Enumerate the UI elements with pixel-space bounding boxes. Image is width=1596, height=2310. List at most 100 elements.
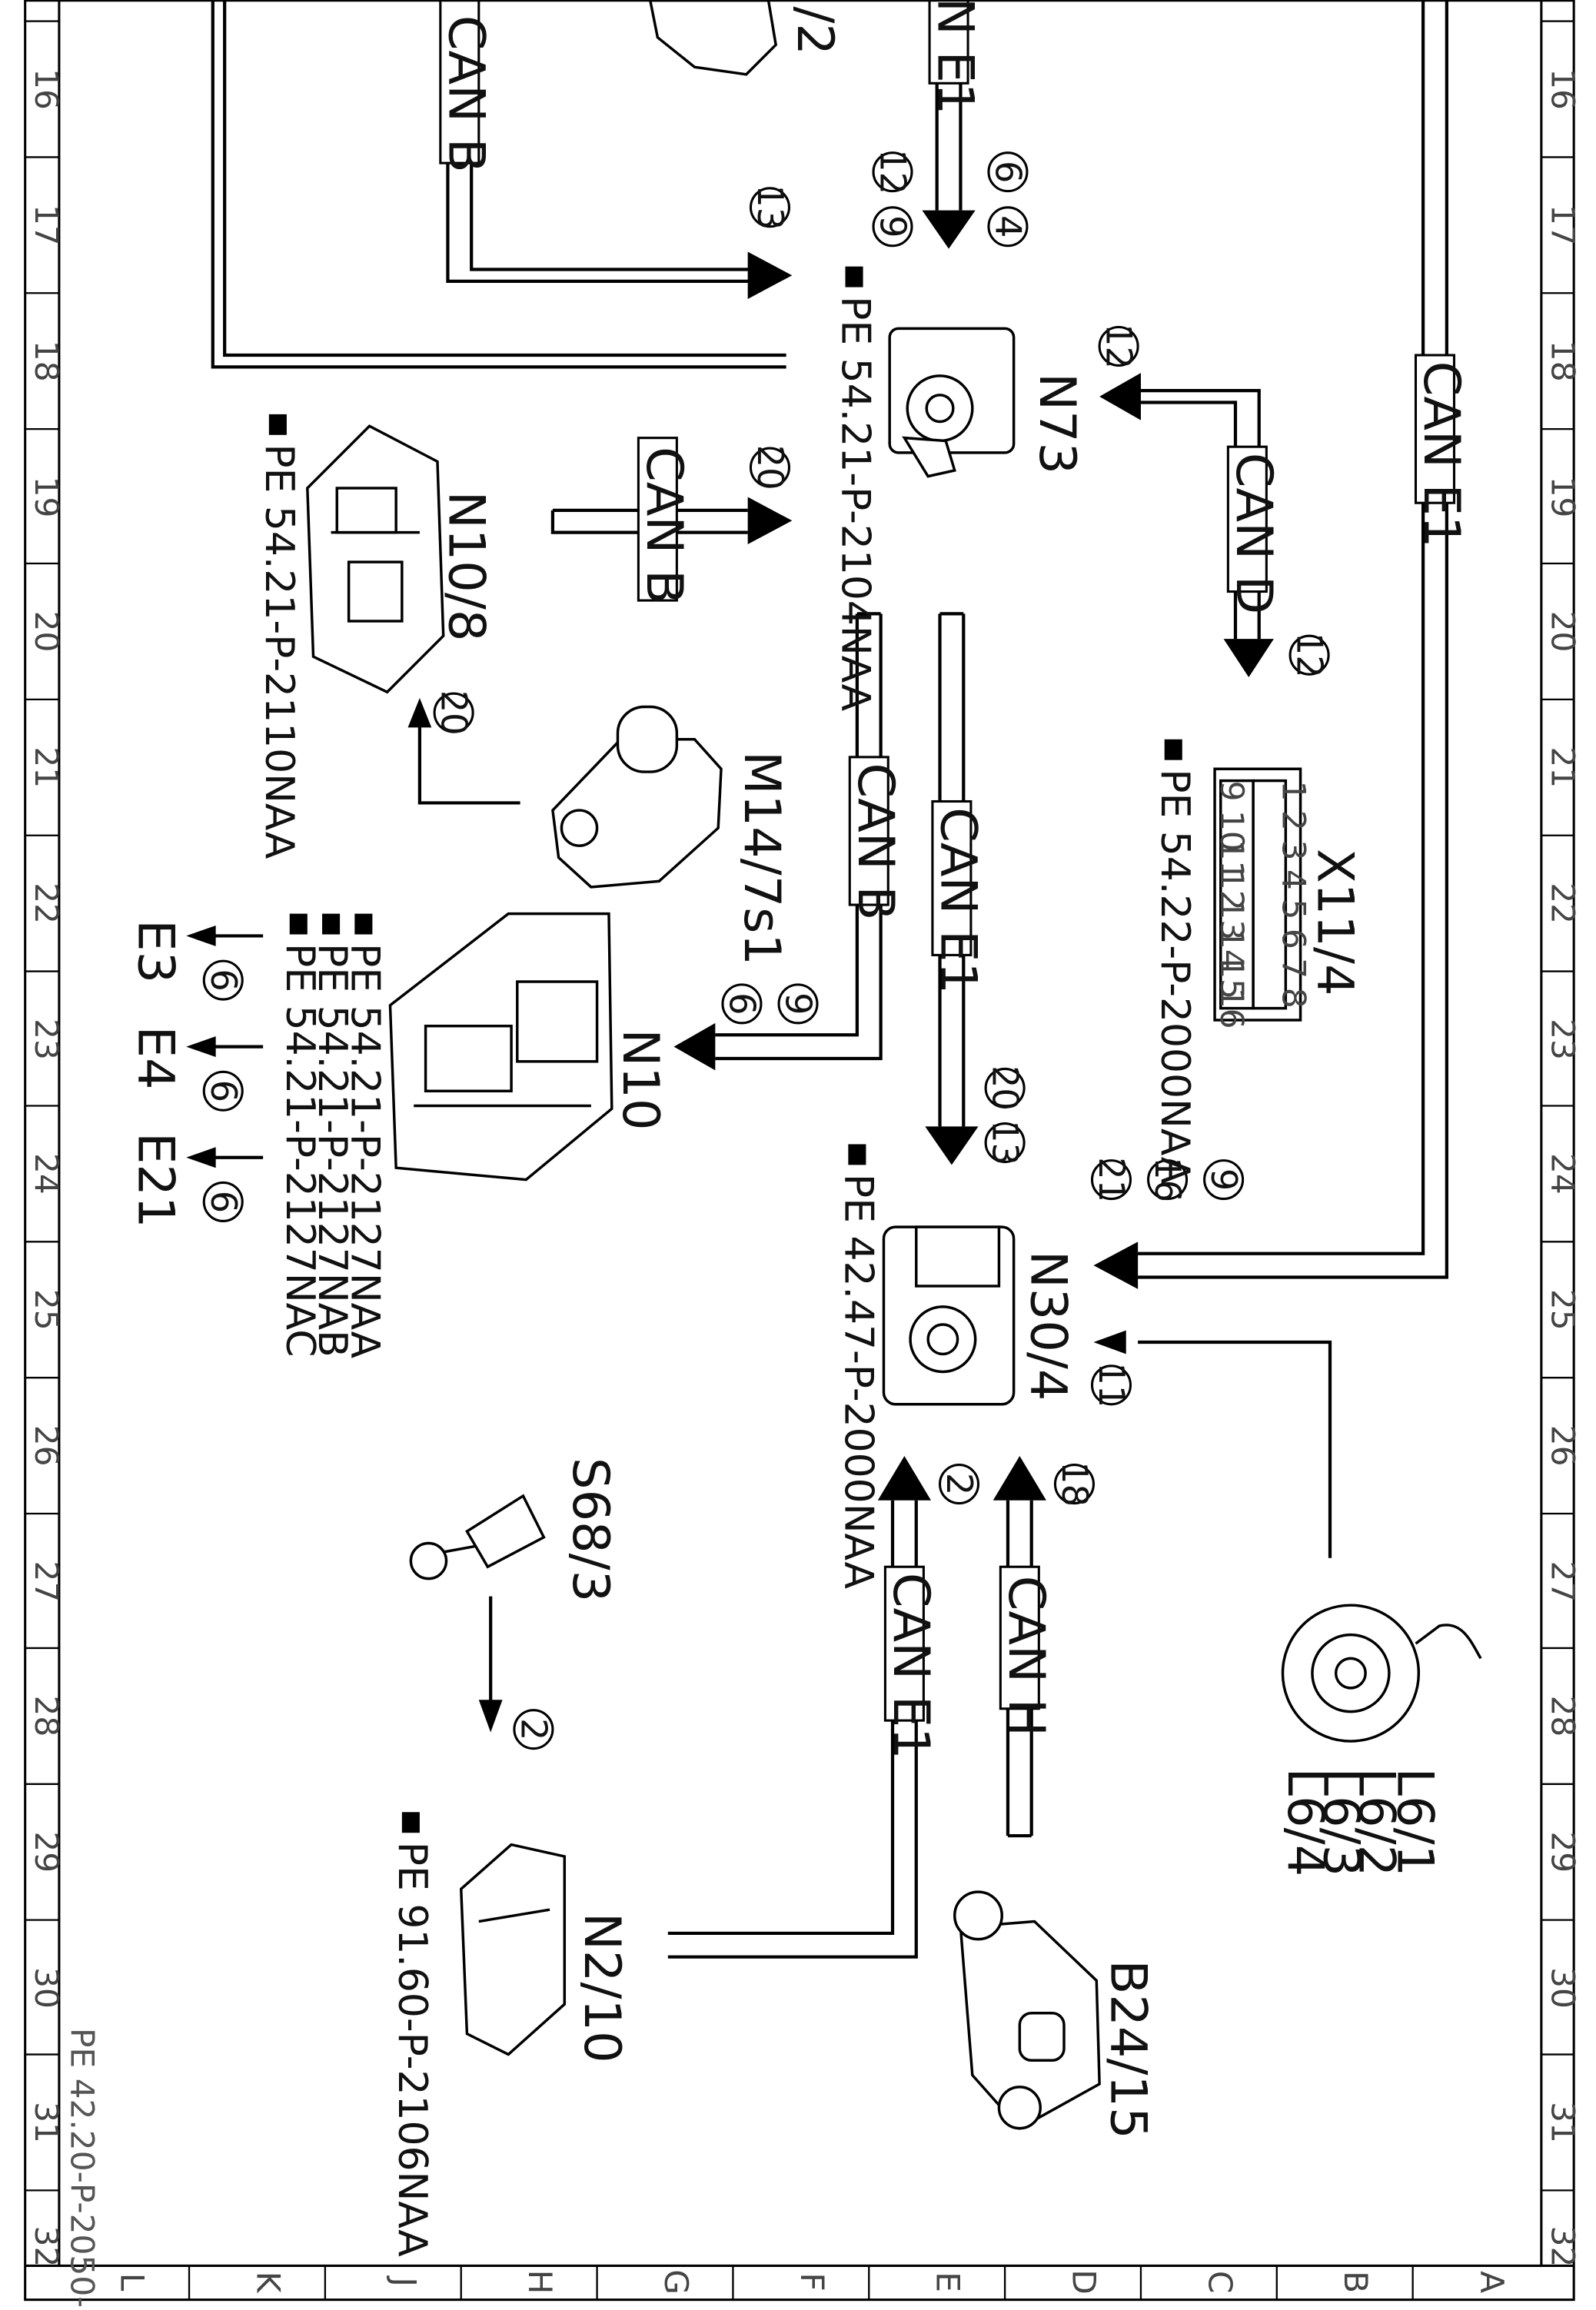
- pointer-hand-icon: [268, 414, 287, 435]
- bus-label: CAN E1: [1412, 361, 1471, 548]
- column-letter: H: [521, 2270, 559, 2295]
- component-label-n30-4: N30/4: [1019, 1251, 1078, 1401]
- row-numbers-right: 16 17 18 19 20 21 22 23 24 25 26 27 28 2…: [1544, 68, 1581, 2267]
- pin-number: 10: [1213, 810, 1251, 852]
- pointer-hand-icon: [848, 1144, 866, 1165]
- row-number: 21: [1544, 746, 1581, 788]
- bus-label: CAN E1: [882, 1573, 940, 1760]
- bus-label: CAN E1: [929, 807, 987, 994]
- component-label-n2-10: N2/10: [573, 1913, 631, 2063]
- row-number: 19: [1544, 477, 1581, 518]
- row-number: 28: [28, 1695, 65, 1737]
- row-number: 27: [28, 1561, 65, 1603]
- pointer-hand-icon: [322, 913, 341, 935]
- n73-drawing: [888, 327, 1016, 478]
- pointer-hand-icon: [289, 913, 308, 935]
- column-letter: D: [1066, 2269, 1103, 2295]
- row-number: 27: [1544, 1561, 1581, 1603]
- pin-number: 1: [1275, 781, 1312, 802]
- row-number: 18: [28, 341, 65, 382]
- pin-number: 15: [1213, 958, 1251, 999]
- row-number: 26: [28, 1425, 65, 1467]
- pin-number: 8: [1275, 988, 1312, 1009]
- circle-number: 9: [1203, 1168, 1245, 1191]
- row-number: 20: [1544, 611, 1581, 653]
- component-label-partial: /2: [786, 6, 844, 55]
- row-number: 31: [28, 2102, 65, 2143]
- circle-number: 20: [434, 690, 475, 736]
- bus-label: CAN B: [437, 15, 495, 173]
- circle-number: 12: [873, 149, 914, 194]
- row-number: 16: [1544, 68, 1581, 110]
- s68-3-drawing: [409, 1494, 546, 1580]
- row-numbers-left: 16 17 18 19 20 21 22 23 24 25 26 27 28 2…: [28, 68, 65, 2267]
- component-label-x11-4: X11/4: [1306, 849, 1365, 996]
- pin-number: 13: [1213, 899, 1251, 940]
- column-letters: L K J H G F E D C B A: [114, 2269, 1511, 2295]
- l6-drawing: [1281, 1604, 1482, 1743]
- row-number: 32: [1544, 2226, 1581, 2268]
- component-label-n10: N10: [611, 1029, 670, 1131]
- signal-circles: [202, 151, 1330, 1750]
- pin-number: 7: [1275, 958, 1312, 979]
- row-number: 29: [1544, 1831, 1581, 1873]
- pin-number: 4: [1275, 869, 1312, 890]
- column-letter: E: [929, 2272, 967, 2292]
- component-label-b24-15: B24/15: [1099, 1960, 1158, 2139]
- component-label-n10-8: N10/8: [437, 491, 495, 642]
- row-number: 16: [28, 68, 65, 110]
- circle-number: 20: [985, 1065, 1026, 1111]
- pin-number: 2: [1275, 810, 1312, 831]
- n10-8-drawing: [306, 424, 445, 694]
- row-number: 18: [1544, 341, 1581, 382]
- n10-drawing: [388, 912, 613, 1182]
- circle-number: 2: [514, 1718, 555, 1740]
- n2-10-drawing: [459, 1843, 567, 2056]
- circle-number: 13: [985, 1120, 1026, 1165]
- pin-number: 12: [1213, 869, 1251, 911]
- circle-number: 9: [873, 215, 914, 238]
- circle-number: 18: [1054, 1461, 1096, 1507]
- pin-number: 11: [1213, 839, 1251, 881]
- pointer-hand-icon: [354, 913, 373, 935]
- circle-number: 11: [1091, 1362, 1132, 1408]
- column-letter: F: [793, 2272, 831, 2291]
- row-number: 28: [1544, 1695, 1581, 1737]
- row-number: 22: [28, 882, 65, 924]
- reference-n2-10: PE 91.60-P-2106NAA: [389, 1842, 435, 2258]
- pin-number: 6: [1275, 929, 1312, 949]
- circle-number: 6: [203, 1191, 244, 1213]
- row-number: 17: [1544, 204, 1581, 246]
- reference-n10-8: PE 54.21-P-2110NAA: [256, 444, 302, 859]
- pin-number: 9: [1213, 781, 1251, 802]
- circle-number: 13: [750, 184, 791, 230]
- x11-4-drawing: [1213, 767, 1302, 1022]
- row-number: 23: [1544, 1019, 1581, 1060]
- circle-number: 6: [988, 161, 1029, 183]
- reference-n30-4: PE 42.47-P-2000NAA: [836, 1174, 882, 1590]
- row-number: 24: [1544, 1153, 1581, 1195]
- component-label-l6-4: L6/4: [1276, 1768, 1335, 1877]
- column-letter: K: [249, 2272, 287, 2294]
- component-labels: /2 N73 N10/8 M14/7s1 N10 X11/4 N30/4 S68…: [127, 6, 1445, 2139]
- row-number: 32: [28, 2226, 65, 2268]
- circle-number: 9: [778, 992, 820, 1015]
- row-number: 30: [28, 1967, 65, 2009]
- pin-number: 14: [1213, 929, 1251, 970]
- b24-15-drawing: [953, 1890, 1101, 2130]
- reference-x11-4: PE 54.22-P-2000NAA: [1152, 769, 1198, 1185]
- row-number: 17: [28, 204, 65, 246]
- pointer-hand-icon: [845, 266, 863, 288]
- component-drawings: [306, 0, 1482, 2130]
- circle-number: 12: [1099, 324, 1140, 369]
- circle-number: 16: [1147, 1157, 1189, 1202]
- column-letter: G: [657, 2269, 695, 2295]
- row-number: 22: [1544, 882, 1581, 924]
- reference-n10-a: PE 54.21-P-2127NAA: [341, 943, 387, 1359]
- circle-number: 4: [988, 215, 1029, 238]
- circle-number: 6: [722, 992, 763, 1015]
- component-label-l6-3: L6/3: [1312, 1768, 1370, 1877]
- circle-number: 21: [1091, 1157, 1132, 1202]
- row-number: 20: [28, 611, 65, 653]
